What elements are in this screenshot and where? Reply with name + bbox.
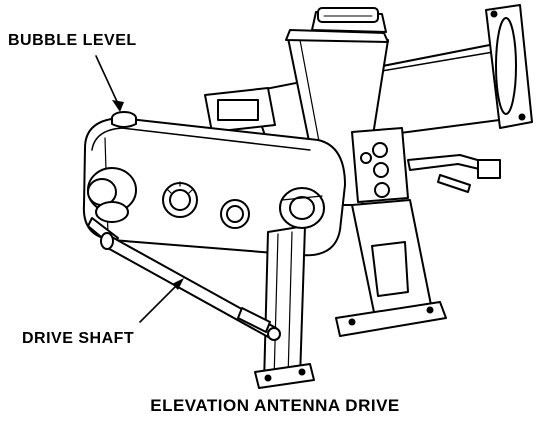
drive-shaft-label: DRIVE SHAFT [22,330,135,347]
bubble-level-label: BUBBLE LEVEL [8,32,137,49]
bubble-level-arrowhead [112,100,124,112]
hand-wheel [87,167,137,247]
drive-shaft-arrowhead [172,278,184,290]
bubble-level [111,111,137,128]
tube-end-flange [485,4,533,129]
support-pedestal [335,199,447,337]
drive-shaft [100,232,281,341]
side-control-bracket [351,127,409,203]
housing-top-cap [311,7,387,33]
rear-arm-clamp [407,154,501,193]
pivot-bearing [279,187,325,229]
figure-caption: ELEVATION ANTENNA DRIVE [150,396,400,415]
drive-shaft-leader [139,281,181,323]
bubble-level-leader [95,55,121,109]
case-knobs [162,181,250,229]
mounting-block [204,87,276,133]
